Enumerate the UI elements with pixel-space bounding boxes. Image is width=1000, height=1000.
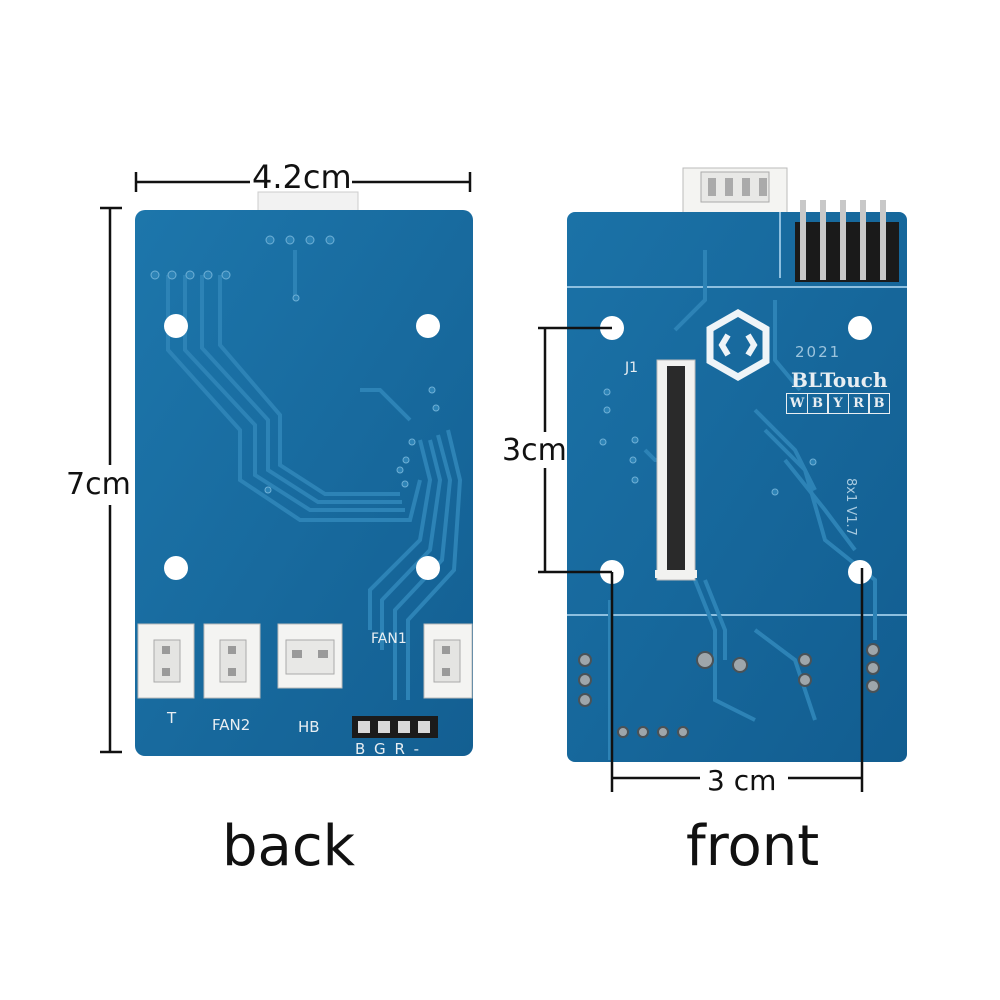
label-hb: HB <box>298 718 320 736</box>
pin-label: W <box>786 393 808 414</box>
label-j1: J1 <box>625 360 639 376</box>
height-dimension-label: 7cm <box>66 467 131 502</box>
pin-header <box>795 200 899 282</box>
connector-fan1 <box>423 623 473 699</box>
front-board <box>567 167 907 762</box>
pcb-body <box>567 212 907 762</box>
label-brand: BLTouch <box>791 368 888 392</box>
pin-order-labels: W B Y R B <box>786 393 890 414</box>
mounting-holes <box>164 314 440 580</box>
header-bgr <box>352 716 438 738</box>
hole-vertical-dimension-label: 3cm <box>502 433 567 468</box>
ribbon-connector-j1 <box>655 359 697 581</box>
connector-fan2 <box>203 623 261 699</box>
back-caption: back <box>222 814 356 879</box>
vias <box>599 388 817 496</box>
label-year: 2021 <box>795 343 842 361</box>
solder-pads <box>578 643 880 738</box>
connector-t <box>137 623 195 699</box>
pin-label: R <box>847 393 870 414</box>
front-caption: front <box>686 814 820 879</box>
pcb-traces <box>166 250 463 700</box>
label-bgr: B G R - <box>355 740 422 758</box>
pin-label: B <box>806 393 829 414</box>
pin-label: B <box>868 393 890 414</box>
width-dimension-label: 4.2cm <box>252 158 352 196</box>
label-t: T <box>167 709 177 727</box>
mounting-holes <box>600 316 872 584</box>
pin-label: Y <box>827 393 849 414</box>
back-connectors <box>137 623 473 738</box>
connector-hb <box>277 623 343 689</box>
label-fan2: FAN2 <box>212 716 251 734</box>
back-board <box>135 191 473 756</box>
vias <box>150 235 440 494</box>
logo-icon <box>706 308 770 382</box>
label-fan1: FAN1 <box>371 631 407 647</box>
hole-horizontal-dimension-label: 3 cm <box>707 764 777 797</box>
